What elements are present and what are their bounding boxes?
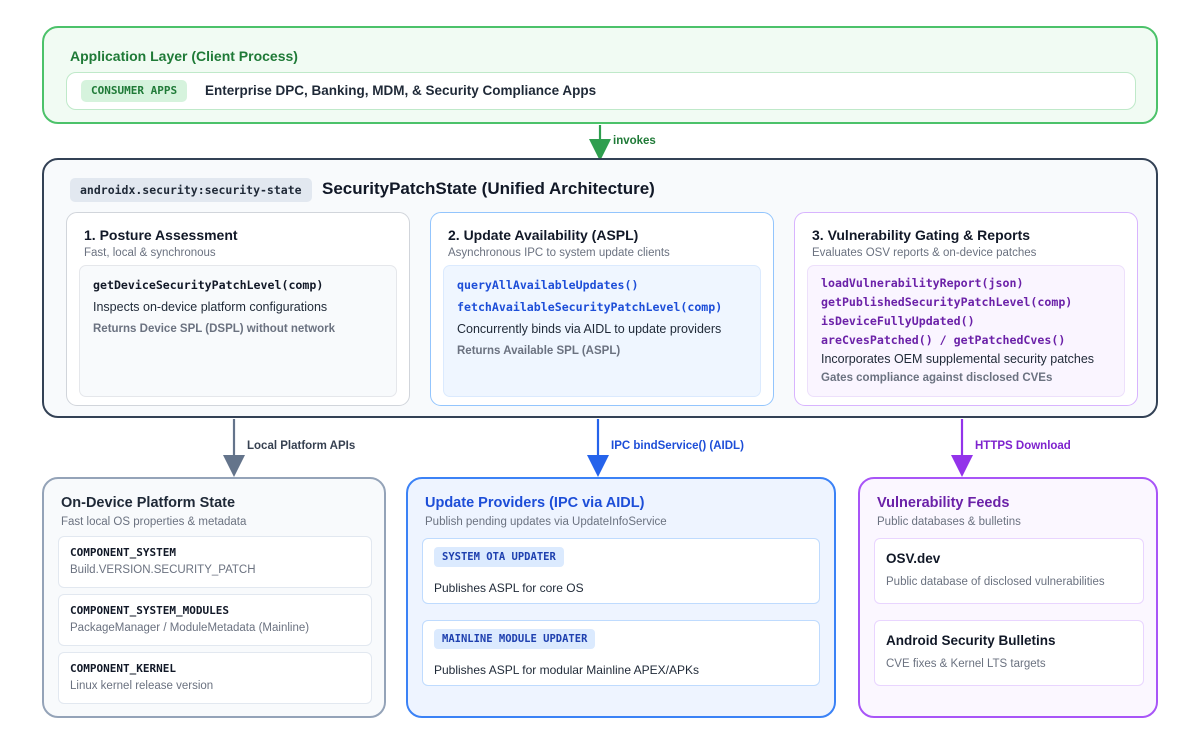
component-description: PackageManager / ModuleMetadata (Mainlin… — [70, 622, 310, 634]
feed-item: Android Security Bulletins CVE fixes & K… — [874, 620, 1144, 686]
provider-badge: SYSTEM OTA UPDATER — [434, 547, 564, 567]
card-body: loadVulnerabilityReport(json) getPublish… — [807, 265, 1125, 397]
api-method: getPublishedSecurityPatchLevel(comp) — [821, 295, 1073, 309]
platform-subtitle: Fast local OS properties & metadata — [61, 516, 247, 528]
feeds-title: Vulnerability Feeds — [877, 495, 1010, 511]
feed-name: OSV.dev — [886, 551, 941, 566]
provider-item: SYSTEM OTA UPDATER Publishes ASPL for co… — [422, 538, 820, 604]
application-layer-title: Application Layer (Client Process) — [70, 48, 298, 64]
api-method: getDeviceSecurityPatchLevel(comp) — [93, 278, 324, 292]
api-method: queryAllAvailableUpdates() — [457, 278, 639, 292]
consumer-apps-badge: CONSUMER APPS — [81, 80, 188, 102]
card-description: Inspects on-device platform configuratio… — [93, 300, 328, 314]
vulnerability-feeds: Vulnerability Feeds Public databases & b… — [858, 477, 1158, 718]
api-method: areCvesPatched() / getPatchedCves() — [821, 333, 1066, 347]
component-item: COMPONENT_SYSTEM Build.VERSION.SECURITY_… — [58, 536, 372, 588]
security-patch-state-module: androidx.security:security-state Securit… — [42, 158, 1158, 418]
provider-item: MAINLINE MODULE UPDATER Publishes ASPL f… — [422, 620, 820, 686]
component-name: COMPONENT_SYSTEM_MODULES — [70, 604, 229, 617]
providers-subtitle: Publish pending updates via UpdateInfoSe… — [425, 516, 667, 528]
feed-description: CVE fixes & Kernel LTS targets — [886, 658, 1046, 670]
card-body: queryAllAvailableUpdates() fetchAvailabl… — [443, 265, 761, 397]
card-title: 2. Update Availability (ASPL) — [448, 227, 639, 243]
update-availability-card: 2. Update Availability (ASPL) Asynchrono… — [430, 212, 774, 406]
consumer-apps-description: Enterprise DPC, Banking, MDM, & Security… — [205, 83, 597, 98]
application-layer: Application Layer (Client Process) CONSU… — [42, 26, 1158, 124]
feed-description: Public database of disclosed vulnerabili… — [886, 576, 1105, 588]
card-note: Gates compliance against disclosed CVEs — [821, 372, 1053, 384]
card-title: 3. Vulnerability Gating & Reports — [812, 227, 1031, 243]
card-subtitle: Asynchronous IPC to system update client… — [448, 247, 670, 259]
card-description: Incorporates OEM supplemental security p… — [821, 352, 1095, 366]
card-note: Returns Available SPL (ASPL) — [457, 345, 621, 357]
provider-description: Publishes ASPL for modular Mainline APEX… — [434, 663, 700, 677]
component-description: Build.VERSION.SECURITY_PATCH — [70, 564, 256, 576]
api-method: isDeviceFullyUpdated() — [821, 314, 975, 328]
on-device-platform-state: On-Device Platform State Fast local OS p… — [42, 477, 386, 718]
invokes-label: invokes — [613, 135, 656, 147]
feeds-subtitle: Public databases & bulletins — [877, 516, 1021, 528]
card-subtitle: Fast, local & synchronous — [84, 247, 216, 259]
consumer-apps-row: CONSUMER APPS Enterprise DPC, Banking, M… — [66, 72, 1136, 110]
component-name: COMPONENT_SYSTEM — [70, 546, 176, 559]
unified-architecture-title: SecurityPatchState (Unified Architecture… — [322, 179, 655, 198]
component-name: COMPONENT_KERNEL — [70, 662, 176, 675]
https-label: HTTPS Download — [975, 440, 1071, 452]
update-providers: Update Providers (IPC via AIDL) Publish … — [406, 477, 836, 718]
posture-assessment-card: 1. Posture Assessment Fast, local & sync… — [66, 212, 410, 406]
platform-title: On-Device Platform State — [61, 495, 236, 511]
card-note: Returns Device SPL (DSPL) without networ… — [93, 323, 335, 335]
provider-badge: MAINLINE MODULE UPDATER — [434, 629, 596, 649]
providers-title: Update Providers (IPC via AIDL) — [425, 495, 645, 511]
feed-name: Android Security Bulletins — [886, 633, 1056, 648]
package-badge: androidx.security:security-state — [70, 178, 312, 202]
card-title: 1. Posture Assessment — [84, 227, 238, 243]
vulnerability-gating-card: 3. Vulnerability Gating & Reports Evalua… — [794, 212, 1138, 406]
feed-item: OSV.dev Public database of disclosed vul… — [874, 538, 1144, 604]
component-item: COMPONENT_KERNEL Linux kernel release ve… — [58, 652, 372, 704]
card-body: getDeviceSecurityPatchLevel(comp) Inspec… — [79, 265, 397, 397]
card-description: Concurrently binds via AIDL to update pr… — [457, 322, 722, 336]
local-platform-label: Local Platform APIs — [247, 440, 356, 452]
api-method: loadVulnerabilityReport(json) — [821, 276, 1024, 290]
provider-description: Publishes ASPL for core OS — [434, 581, 584, 595]
api-method: fetchAvailableSecurityPatchLevel(comp) — [457, 300, 723, 314]
card-subtitle: Evaluates OSV reports & on-device patche… — [812, 247, 1037, 259]
ipc-label: IPC bindService() (AIDL) — [611, 440, 744, 452]
component-description: Linux kernel release version — [70, 680, 214, 692]
component-item: COMPONENT_SYSTEM_MODULES PackageManager … — [58, 594, 372, 646]
